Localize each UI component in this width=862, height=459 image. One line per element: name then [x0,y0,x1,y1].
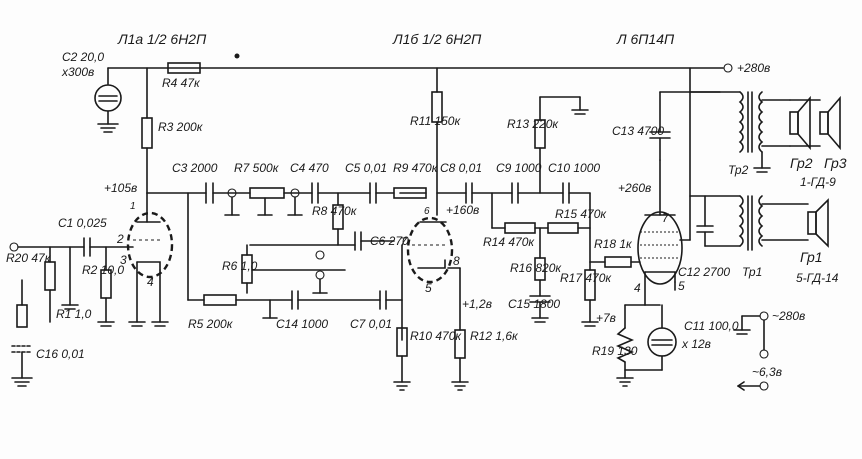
pin-4b: 4 [634,281,641,295]
pin-2: 2 [116,232,124,246]
tube-v2-title: Л 6П14П [616,31,675,47]
r20-label: R20 47к [6,251,52,265]
r4-label: R4 47к [162,76,201,90]
c11-label: C11 100,0 [684,319,739,333]
c7-label: C7 0,01 [350,317,392,331]
resistor-r12 [451,329,469,391]
c9-label: C9 1000 [496,161,542,175]
speaker-gr2 [761,95,811,151]
r2-label: R2 10,0 [82,263,124,277]
supply-terminals [733,311,769,391]
r8-label: R8 470к [312,204,358,218]
r5-label: R5 200к [188,317,234,331]
pin-5b: 5 [678,279,685,293]
pin-1: 1 [130,201,136,212]
b-plus-label: +280в [737,61,770,75]
transformer-tr2 [689,91,771,173]
c8-label: C8 0,01 [440,161,482,175]
node-260-label: +260в [618,181,651,195]
junction-dot [234,53,240,59]
gr3-label: Гр3 [824,155,847,171]
gr1-label: Гр1 [800,249,823,265]
tr2-label: Тр2 [728,163,749,177]
r17-label: R17 470к [560,271,612,285]
heater-label: ~6,3в [752,365,782,379]
c16-label: C16 0,01 [36,347,85,361]
c2-rating: х300в [61,65,94,79]
tube-v1b-title: Л1б 1/2 6Н2П [392,31,482,47]
b-plus-terminal [723,63,733,73]
pin-3: 3 [120,253,127,267]
tube-v1a [126,192,174,279]
coupling-network [436,96,641,327]
tr1-label: Тр1 [742,265,762,279]
speaker-gr1 [761,198,829,248]
r19-label: R19 130 [592,344,638,358]
tube-v1a-title: Л1а 1/2 6Н2П [117,31,207,47]
r16-label: R16 820к [510,261,562,275]
r11-label: R11 150к [410,114,461,128]
tube-v2 [637,67,691,306]
pin-5: 5 [425,281,432,295]
resistor-r10 [393,327,411,391]
c5-label: C5 0,01 [345,161,387,175]
c6-label: C6 270 [370,234,409,248]
gr23-type: 1-ГД-9 [800,175,836,189]
r14-label: R14 470к [483,235,535,249]
input-terminal [9,242,19,252]
tone-network [146,182,427,319]
r15-label: R15 470к [555,207,607,221]
transformer-tr1 [689,195,764,251]
r13-label: R13 220к [507,117,559,131]
c2-label: C2 20,0 [62,50,104,64]
c13-label: C13 4700 [612,124,664,138]
c10-label: C10 1000 [548,161,600,175]
r10-label: R10 470к [410,329,462,343]
node-160-label: +160в [446,203,479,217]
gr1-type: 5-ГД-14 [796,271,839,285]
r7-label: R7 500к [234,161,280,175]
pin-8: 8 [453,254,460,268]
pin-7: 7 [400,235,408,249]
c1-label: C1 0,025 [58,216,107,230]
pin-6: 6 [424,206,430,217]
r1-label: R1 1,0 [56,307,92,321]
capacitor-c2 [94,67,122,133]
cathode-network [615,304,677,387]
r6-label: R6 1,0 [222,259,258,273]
b-plus-rail [107,53,733,73]
pin-7b: 7 [662,211,670,225]
c4-label: C4 470 [290,161,329,175]
c12-label: C12 2700 [678,265,730,279]
r3-label: R3 200к [158,120,204,134]
input-network [9,237,169,387]
pin-4: 4 [147,275,154,289]
gr2-label: Гр2 [790,155,813,171]
b-plus-2-label: ~280в [772,309,805,323]
r12-label: R12 1,6к [470,329,519,343]
r18-label: R18 1к [594,237,633,251]
c15-label: C15 1800 [508,297,560,311]
speaker-gr3 [789,95,841,151]
resistor-r3 [141,67,153,194]
node-105-label: +105в [104,181,137,195]
node-7-label: +7в [596,311,616,325]
c11-rating: х 12в [681,337,711,351]
r9-label: R9 470к [393,161,439,175]
c14-label: C14 1000 [276,317,328,331]
c3-label: C3 2000 [172,161,218,175]
resistor-r4 [167,62,201,74]
tube-v1b [401,67,461,341]
node-12-label: +1,2в [462,297,492,311]
